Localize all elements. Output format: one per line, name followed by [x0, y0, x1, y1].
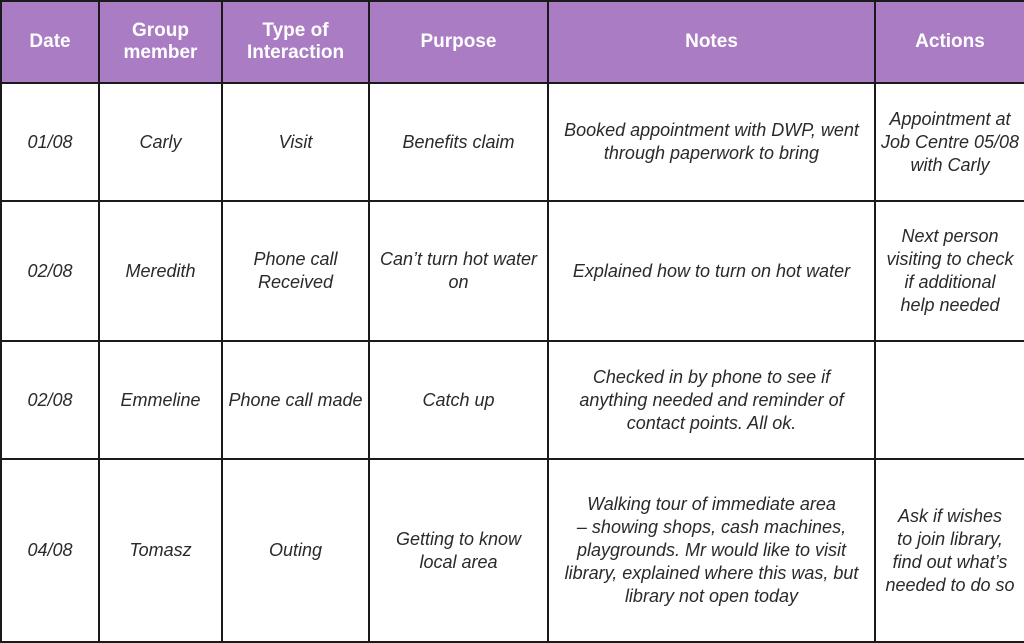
- purpose-line: Can’t turn hot water: [379, 249, 538, 269]
- type-cell: Phone call made: [221, 340, 370, 460]
- purpose-line: on: [448, 272, 469, 292]
- member-cell: Emmeline: [98, 340, 223, 460]
- notes-line: Booked appointment with DWP, went: [564, 120, 859, 140]
- purpose-line: Benefits claim: [402, 131, 515, 152]
- actions-line: find out what’s: [892, 551, 1008, 572]
- purpose-cell: Can’t turn hot water on: [368, 200, 549, 342]
- notes-line: anything needed and reminder of: [579, 389, 844, 410]
- notes-line: Checked in by phone to see if: [592, 366, 831, 387]
- table-row: 02/08 Emmeline Phone call made Catch up …: [0, 340, 1024, 460]
- actions-line: visiting to check: [886, 249, 1014, 269]
- type-line: Visit: [278, 131, 313, 152]
- notes-line: library not open today: [624, 586, 799, 606]
- member-cell: Meredith: [98, 200, 223, 342]
- actions-cell: [874, 340, 1024, 460]
- notes-line: Walking tour of immediate area: [587, 494, 836, 514]
- header-row: Date Group member Type of Interaction Pu…: [0, 0, 1024, 84]
- notes-line: – showing shops, cash machines,: [576, 517, 847, 537]
- date-cell: 02/08: [0, 200, 100, 342]
- actions-cell: Appointment at Job Centre 05/08 with Car…: [874, 82, 1024, 202]
- notes-cell: Walking tour of immediate area – showing…: [547, 458, 876, 643]
- purpose-line: Catch up: [422, 389, 495, 410]
- purpose-cell: Getting to know local area: [368, 458, 549, 643]
- notes-line: contact points. All ok.: [626, 412, 797, 433]
- actions-cell: Ask if wishes to join library, find out …: [874, 458, 1024, 643]
- actions-line: needed to do so: [885, 574, 1015, 595]
- date-cell: 01/08: [0, 82, 100, 202]
- actions-line: Ask if wishes: [897, 505, 1003, 526]
- date-cell: 02/08: [0, 340, 100, 460]
- actions-cell: Next person visiting to check if additio…: [874, 200, 1024, 342]
- notes-line: through paperwork to bring: [603, 143, 820, 163]
- date-cell: 04/08: [0, 458, 100, 643]
- type-line: Outing: [268, 540, 323, 560]
- member-cell: Carly: [98, 82, 223, 202]
- notes-cell: Explained how to turn on hot water: [547, 200, 876, 342]
- notes-cell: Booked appointment with DWP, went throug…: [547, 82, 876, 202]
- type-cell: Visit: [221, 82, 370, 202]
- notes-cell: Checked in by phone to see if anything n…: [547, 340, 876, 460]
- actions-line: with Carly: [910, 154, 990, 175]
- table-row: 04/08 Tomasz Outing Getting to know loca…: [0, 458, 1024, 643]
- type-cell: Outing: [221, 458, 370, 643]
- notes-line: playgrounds. Mr would like to visit: [576, 540, 847, 560]
- header-purpose: Purpose: [368, 0, 549, 84]
- header-date: Date: [0, 0, 100, 84]
- type-cell: Phone call Received: [221, 200, 370, 342]
- actions-line: to join library,: [897, 528, 1003, 549]
- actions-line: help needed: [900, 295, 1000, 315]
- header-group-member-line: member: [123, 42, 198, 63]
- notes-line: library, explained where this was, but: [564, 563, 859, 583]
- type-line: Received: [257, 272, 334, 292]
- header-group-member-line: Group: [132, 20, 189, 41]
- purpose-line: local area: [419, 551, 498, 572]
- table-row: 02/08 Meredith Phone call Received Can’t…: [0, 200, 1024, 342]
- header-type-of-interaction: Type of Interaction: [221, 0, 370, 84]
- notes-line: Explained how to turn on hot water: [572, 260, 851, 281]
- actions-line: if additional: [904, 272, 996, 292]
- header-group-member: Group member: [98, 0, 223, 84]
- purpose-cell: Benefits claim: [368, 82, 549, 202]
- actions-line: Next person: [901, 226, 999, 246]
- header-actions: Actions: [874, 0, 1024, 84]
- member-cell: Tomasz: [98, 458, 223, 643]
- actions-line: Job Centre 05/08: [880, 131, 1020, 152]
- actions-line: Appointment at: [889, 108, 1011, 129]
- type-line: Phone call made: [228, 389, 363, 410]
- purpose-line: Getting to know: [395, 528, 522, 549]
- header-type-line: Interaction: [246, 42, 345, 63]
- purpose-cell: Catch up: [368, 340, 549, 460]
- table-row: 01/08 Carly Visit Benefits claim Booked …: [0, 82, 1024, 202]
- header-type-line: Type of: [262, 20, 329, 41]
- header-notes: Notes: [547, 0, 876, 84]
- type-line: Phone call: [253, 249, 338, 269]
